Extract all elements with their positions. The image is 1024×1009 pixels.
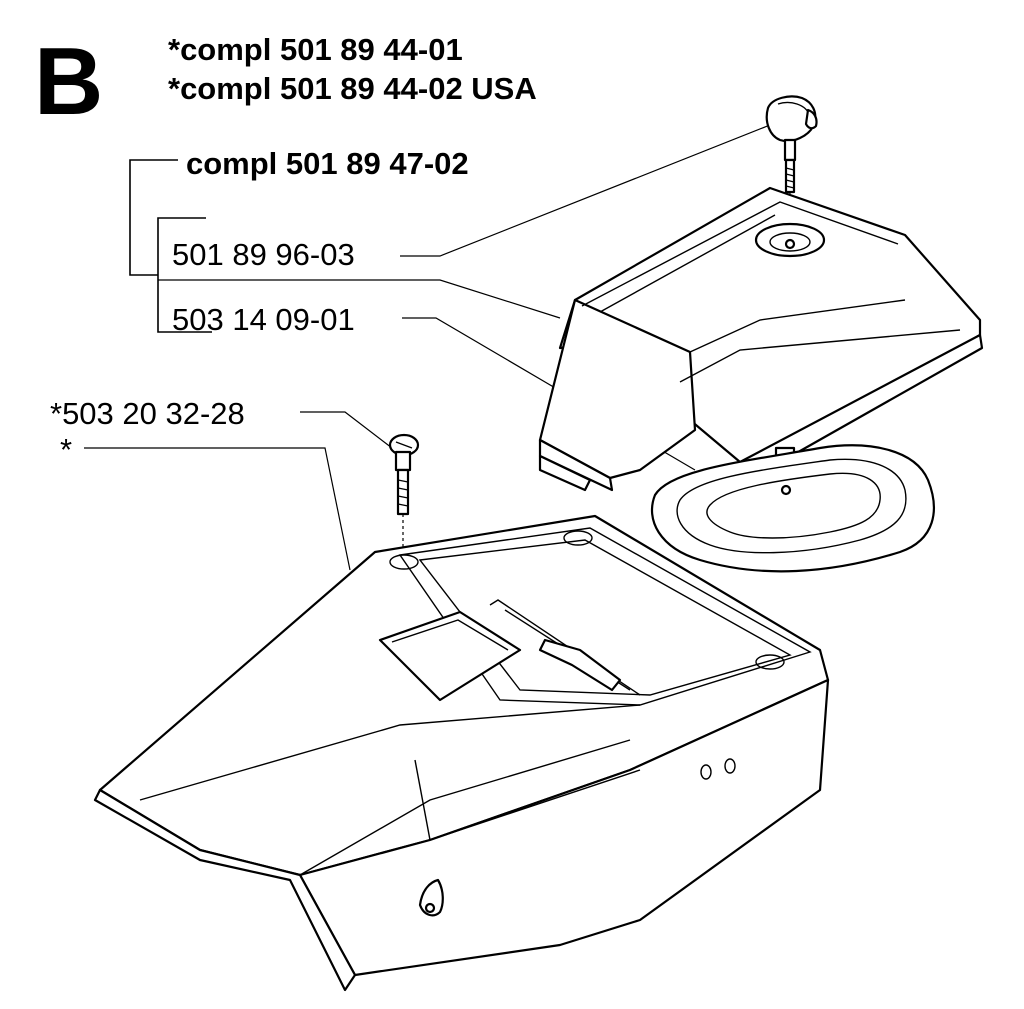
callout-pad: 503 14 09-01 [172, 302, 355, 337]
callout-cover-screw: *503 20 32-28 [50, 396, 245, 431]
filter-cover [538, 186, 984, 492]
callout-knob-screw: 501 89 96-03 [172, 237, 355, 272]
callout-main-cover: * [60, 432, 72, 467]
filter-pad [650, 444, 935, 573]
subassembly-label: compl 501 89 47-02 [186, 146, 469, 181]
cover-screw [388, 433, 420, 560]
knob-screw [765, 95, 818, 240]
subassembly-bracket [129, 159, 212, 333]
assembly-number-1: *compl 501 89 44-01 [168, 32, 463, 67]
assembly-number-2: *compl 501 89 44-02 USA [168, 71, 537, 106]
main-cover [93, 514, 830, 992]
section-letter: B [34, 28, 103, 135]
